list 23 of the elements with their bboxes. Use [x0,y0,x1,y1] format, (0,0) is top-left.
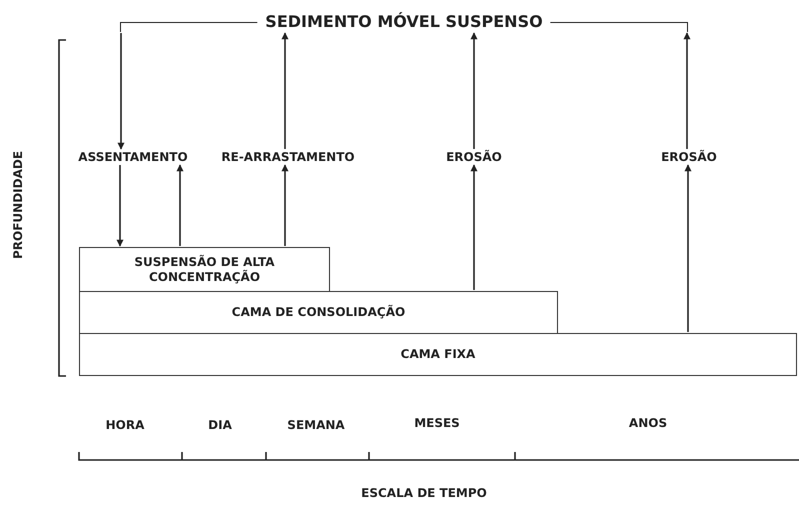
time-unit-label: HORA [106,418,144,432]
time-unit-label: MESES [414,416,460,430]
process-label: RE-ARRASTAMENTO [221,150,355,164]
arrow [684,32,690,149]
time-unit-label: DIA [208,418,232,432]
arrow [282,32,288,149]
arrow [470,32,478,149]
arrow [118,33,124,150]
arrow [116,165,124,247]
axis-title: ESCALA DE TEMPO [361,486,487,500]
axis-title: PROFUNDIDADE [11,150,25,260]
layer-box: SUSPENSÃO DE ALTA CONCENTRAÇÃO [79,247,330,292]
layer-box: CAMA FIXA [79,333,797,376]
time-unit-label: ANOS [628,416,668,430]
layer-box: CAMA DE CONSOLIDAÇÃO [79,291,558,334]
process-label: EROSÃO [661,150,717,164]
arrow [684,164,692,332]
arrow [176,164,184,246]
time-unit-label: SEMANA [287,418,345,432]
process-label: EROSÃO [446,150,502,164]
process-label: ASSENTAMENTO [78,150,188,164]
arrow [470,164,478,290]
arrow [282,164,288,246]
